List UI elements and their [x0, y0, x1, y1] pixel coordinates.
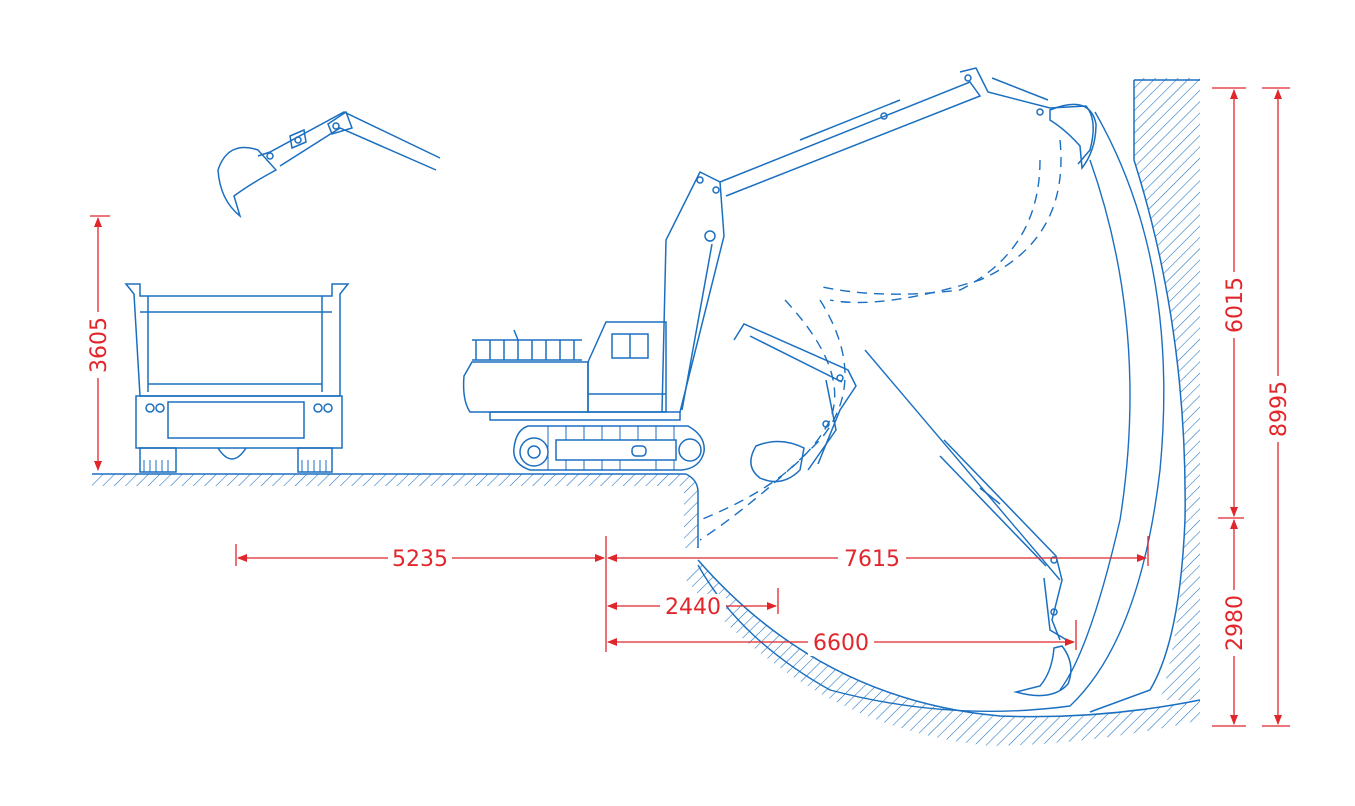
- sprocket-wheel: [678, 438, 702, 462]
- dig-line: [864, 349, 1061, 581]
- dimension-labels: 3605 5235 7615 2440 6600 6015 2980 8995: [87, 277, 1292, 656]
- main-boom: [661, 67, 1097, 413]
- right-wall-line: [1089, 80, 1186, 713]
- truck-axle: [217, 447, 247, 460]
- dump-bucket: [217, 146, 278, 219]
- outer-envelope: [697, 111, 1165, 713]
- inner-envelope: [1059, 159, 1131, 691]
- counterweight: [462, 361, 589, 413]
- truck-tailgate: [135, 395, 343, 449]
- dimension-lines: [90, 87, 1290, 727]
- dim-truck-height: 3605: [87, 317, 112, 373]
- dashed-arc-lower: [699, 299, 846, 541]
- deep-position-arm: [939, 439, 1072, 697]
- dim-dig-depth: 2980: [1223, 595, 1248, 651]
- dim-floor-reach: 6600: [813, 631, 869, 656]
- excavator-body: [462, 321, 705, 471]
- dashed-arc-lower2: [699, 299, 836, 521]
- bench-edge: [685, 473, 699, 548]
- dump-position-arm: [217, 110, 441, 219]
- mid-position-arm: [733, 323, 857, 483]
- working-envelope: [697, 111, 1165, 713]
- dim-max-reach: 7615: [844, 547, 900, 572]
- dim-min-reach: 2440: [665, 595, 721, 620]
- right-wall-hatch: [1134, 78, 1200, 700]
- handrail: [472, 339, 582, 361]
- mid-bucket: [750, 440, 805, 483]
- truck-left-wheel: [139, 447, 177, 473]
- dashed-arc-mid: [817, 159, 1041, 295]
- idler-wheel: [519, 437, 549, 467]
- dashed-arc-upper: [829, 139, 1062, 304]
- track-frame: [513, 425, 705, 471]
- dim-dig-height: 6015: [1223, 277, 1248, 333]
- dim-total-height: 8995: [1267, 381, 1292, 437]
- ground-hatch: [92, 474, 698, 548]
- deep-bucket: [1013, 645, 1072, 697]
- pit-bottom-line: [697, 559, 1201, 718]
- pit-bottom-hatch: [686, 560, 1200, 746]
- truck-body: [124, 283, 350, 397]
- top-bucket: [1049, 103, 1097, 170]
- cab: [587, 321, 667, 413]
- truck-right-wheel: [297, 447, 333, 473]
- dump-truck: [124, 283, 350, 473]
- dim-truck-reach: 5235: [392, 547, 448, 572]
